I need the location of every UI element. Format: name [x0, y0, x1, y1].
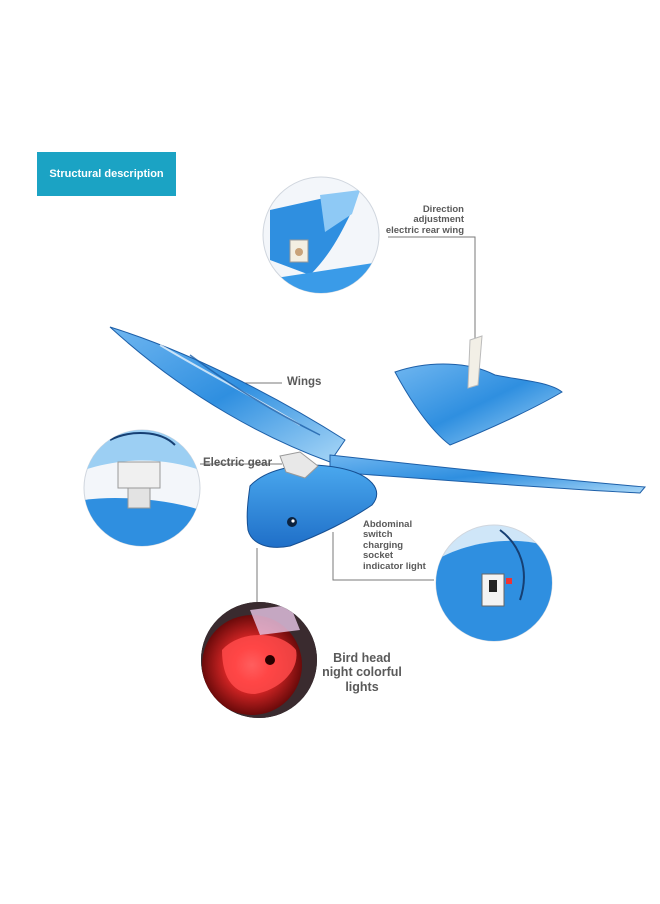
abdominal-switch-detail-image [435, 524, 553, 642]
leader-lines [200, 236, 476, 602]
section-title: Structural description [37, 152, 176, 196]
wings-label: Wings [287, 376, 322, 388]
bird-main [109, 326, 646, 548]
rear-wing-detail-image [262, 176, 380, 294]
electric-gear-label: Electric gear [203, 457, 273, 469]
head-light-detail-image [201, 602, 317, 718]
head-light-label: Bird head night colorful lights [322, 651, 402, 694]
electric-gear-detail-image [83, 429, 201, 547]
rear-wing-label: Direction adjustment electric rear wing [385, 204, 464, 236]
abdominal-switch-label: Abdominal switch charging socket indicat… [363, 519, 426, 572]
